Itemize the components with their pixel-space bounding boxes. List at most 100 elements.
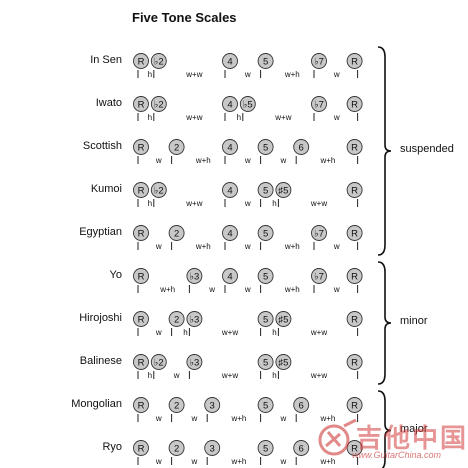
group-label-suspended: suspended [400, 143, 454, 155]
interval-label: h [183, 328, 187, 337]
note-label: 4 [227, 229, 232, 240]
note-circle [168, 397, 185, 413]
note-circle [257, 268, 274, 284]
note-circle [346, 397, 363, 413]
note-label: ♭7 [314, 100, 324, 111]
note-circle [133, 440, 149, 456]
note-label: R [138, 444, 145, 455]
note-label: R [351, 143, 358, 154]
note-label: ♭7 [314, 57, 324, 68]
note-circle [346, 96, 363, 112]
interval-label: w [280, 414, 287, 423]
note-circle [257, 182, 274, 198]
interval-label: w [244, 70, 251, 79]
note-circle [204, 440, 221, 456]
note-label: 2 [174, 315, 179, 326]
note-circle [293, 139, 310, 155]
note-label: R [351, 401, 358, 412]
note-circle [311, 268, 327, 284]
note-label: ♭3 [190, 358, 200, 369]
note-circle [346, 53, 363, 69]
note-circle [346, 354, 363, 370]
note-circle [293, 397, 310, 413]
note-circle [275, 354, 292, 370]
guitar-logo-watermark [306, 416, 466, 466]
note-circle [257, 311, 274, 327]
note-label: R [351, 358, 358, 369]
interval-label: w [244, 156, 251, 165]
note-label: R [351, 444, 358, 455]
note-circle [346, 139, 363, 155]
note-circle [275, 182, 292, 198]
note-label: 2 [174, 401, 179, 412]
interval-label: w+w [310, 199, 327, 208]
interval-label: w+h [159, 285, 175, 294]
note-label: R [351, 57, 358, 68]
note-label: 4 [227, 143, 232, 154]
note-label: R [351, 100, 358, 111]
note-label: 2 [174, 143, 179, 154]
note-circle [150, 182, 167, 198]
note-label: R [138, 401, 145, 412]
note-label: R [138, 57, 145, 68]
interval-label: w [155, 156, 162, 165]
scale-name-kumoi: Kumoi [90, 183, 122, 195]
watermark-text: 吉他中国 [356, 424, 468, 454]
note-label: 4 [227, 272, 232, 283]
note-label: 5 [263, 57, 268, 68]
scale-name-egyptian: Egyptian [79, 226, 122, 238]
interval-label: w+w [221, 328, 238, 337]
note-circle [257, 225, 274, 241]
scale-name-in-sen: In Sen [90, 54, 122, 66]
interval-label: h [272, 328, 276, 337]
interval-label: h [148, 113, 152, 122]
note-circle [222, 225, 238, 241]
note-label: R [138, 100, 145, 111]
interval-label: w+h [195, 242, 211, 251]
note-circle [222, 139, 238, 155]
note-label: 5 [263, 401, 268, 412]
note-label: R [351, 315, 358, 326]
interval-label: w [155, 328, 162, 337]
interval-label: w [280, 156, 287, 165]
interval-label: w [244, 242, 251, 251]
note-label: 2 [174, 229, 179, 240]
interval-label: w+h [284, 70, 300, 79]
interval-label: w [173, 371, 180, 380]
note-circle [168, 225, 185, 241]
note-label: ♭2 [154, 57, 164, 68]
note-circle [293, 440, 310, 456]
note-circle [346, 225, 363, 241]
note-circle [168, 311, 185, 327]
note-label: ♭5 [243, 100, 253, 111]
note-label: 4 [227, 186, 232, 197]
note-circle [150, 53, 167, 69]
note-circle [257, 354, 274, 370]
interval-label: w [280, 457, 287, 466]
note-circle [257, 440, 274, 456]
note-circle [133, 397, 149, 413]
note-label: 5 [263, 315, 268, 326]
note-label: 5 [263, 272, 268, 283]
interval-label: w [208, 285, 215, 294]
interval-label: w [333, 285, 340, 294]
page-title: Five Tone Scales [132, 10, 237, 25]
scale-name-ryo: Ryo [102, 441, 122, 453]
interval-label: w+h [230, 414, 246, 423]
note-circle [346, 268, 363, 284]
note-circle [222, 96, 238, 112]
note-label: R [138, 272, 145, 283]
interval-label: h [272, 199, 276, 208]
note-label: 6 [299, 401, 304, 412]
interval-label: w+h [284, 242, 300, 251]
note-label: ♯5 [278, 358, 288, 369]
group-bracket [377, 390, 392, 468]
interval-label: w [244, 199, 251, 208]
interval-label: w+h [319, 414, 335, 423]
note-circle [186, 311, 203, 327]
group-label-major: major [400, 422, 428, 435]
note-label: R [138, 315, 145, 326]
note-circle [239, 96, 256, 112]
note-circle [346, 311, 363, 327]
note-circle [275, 311, 292, 327]
